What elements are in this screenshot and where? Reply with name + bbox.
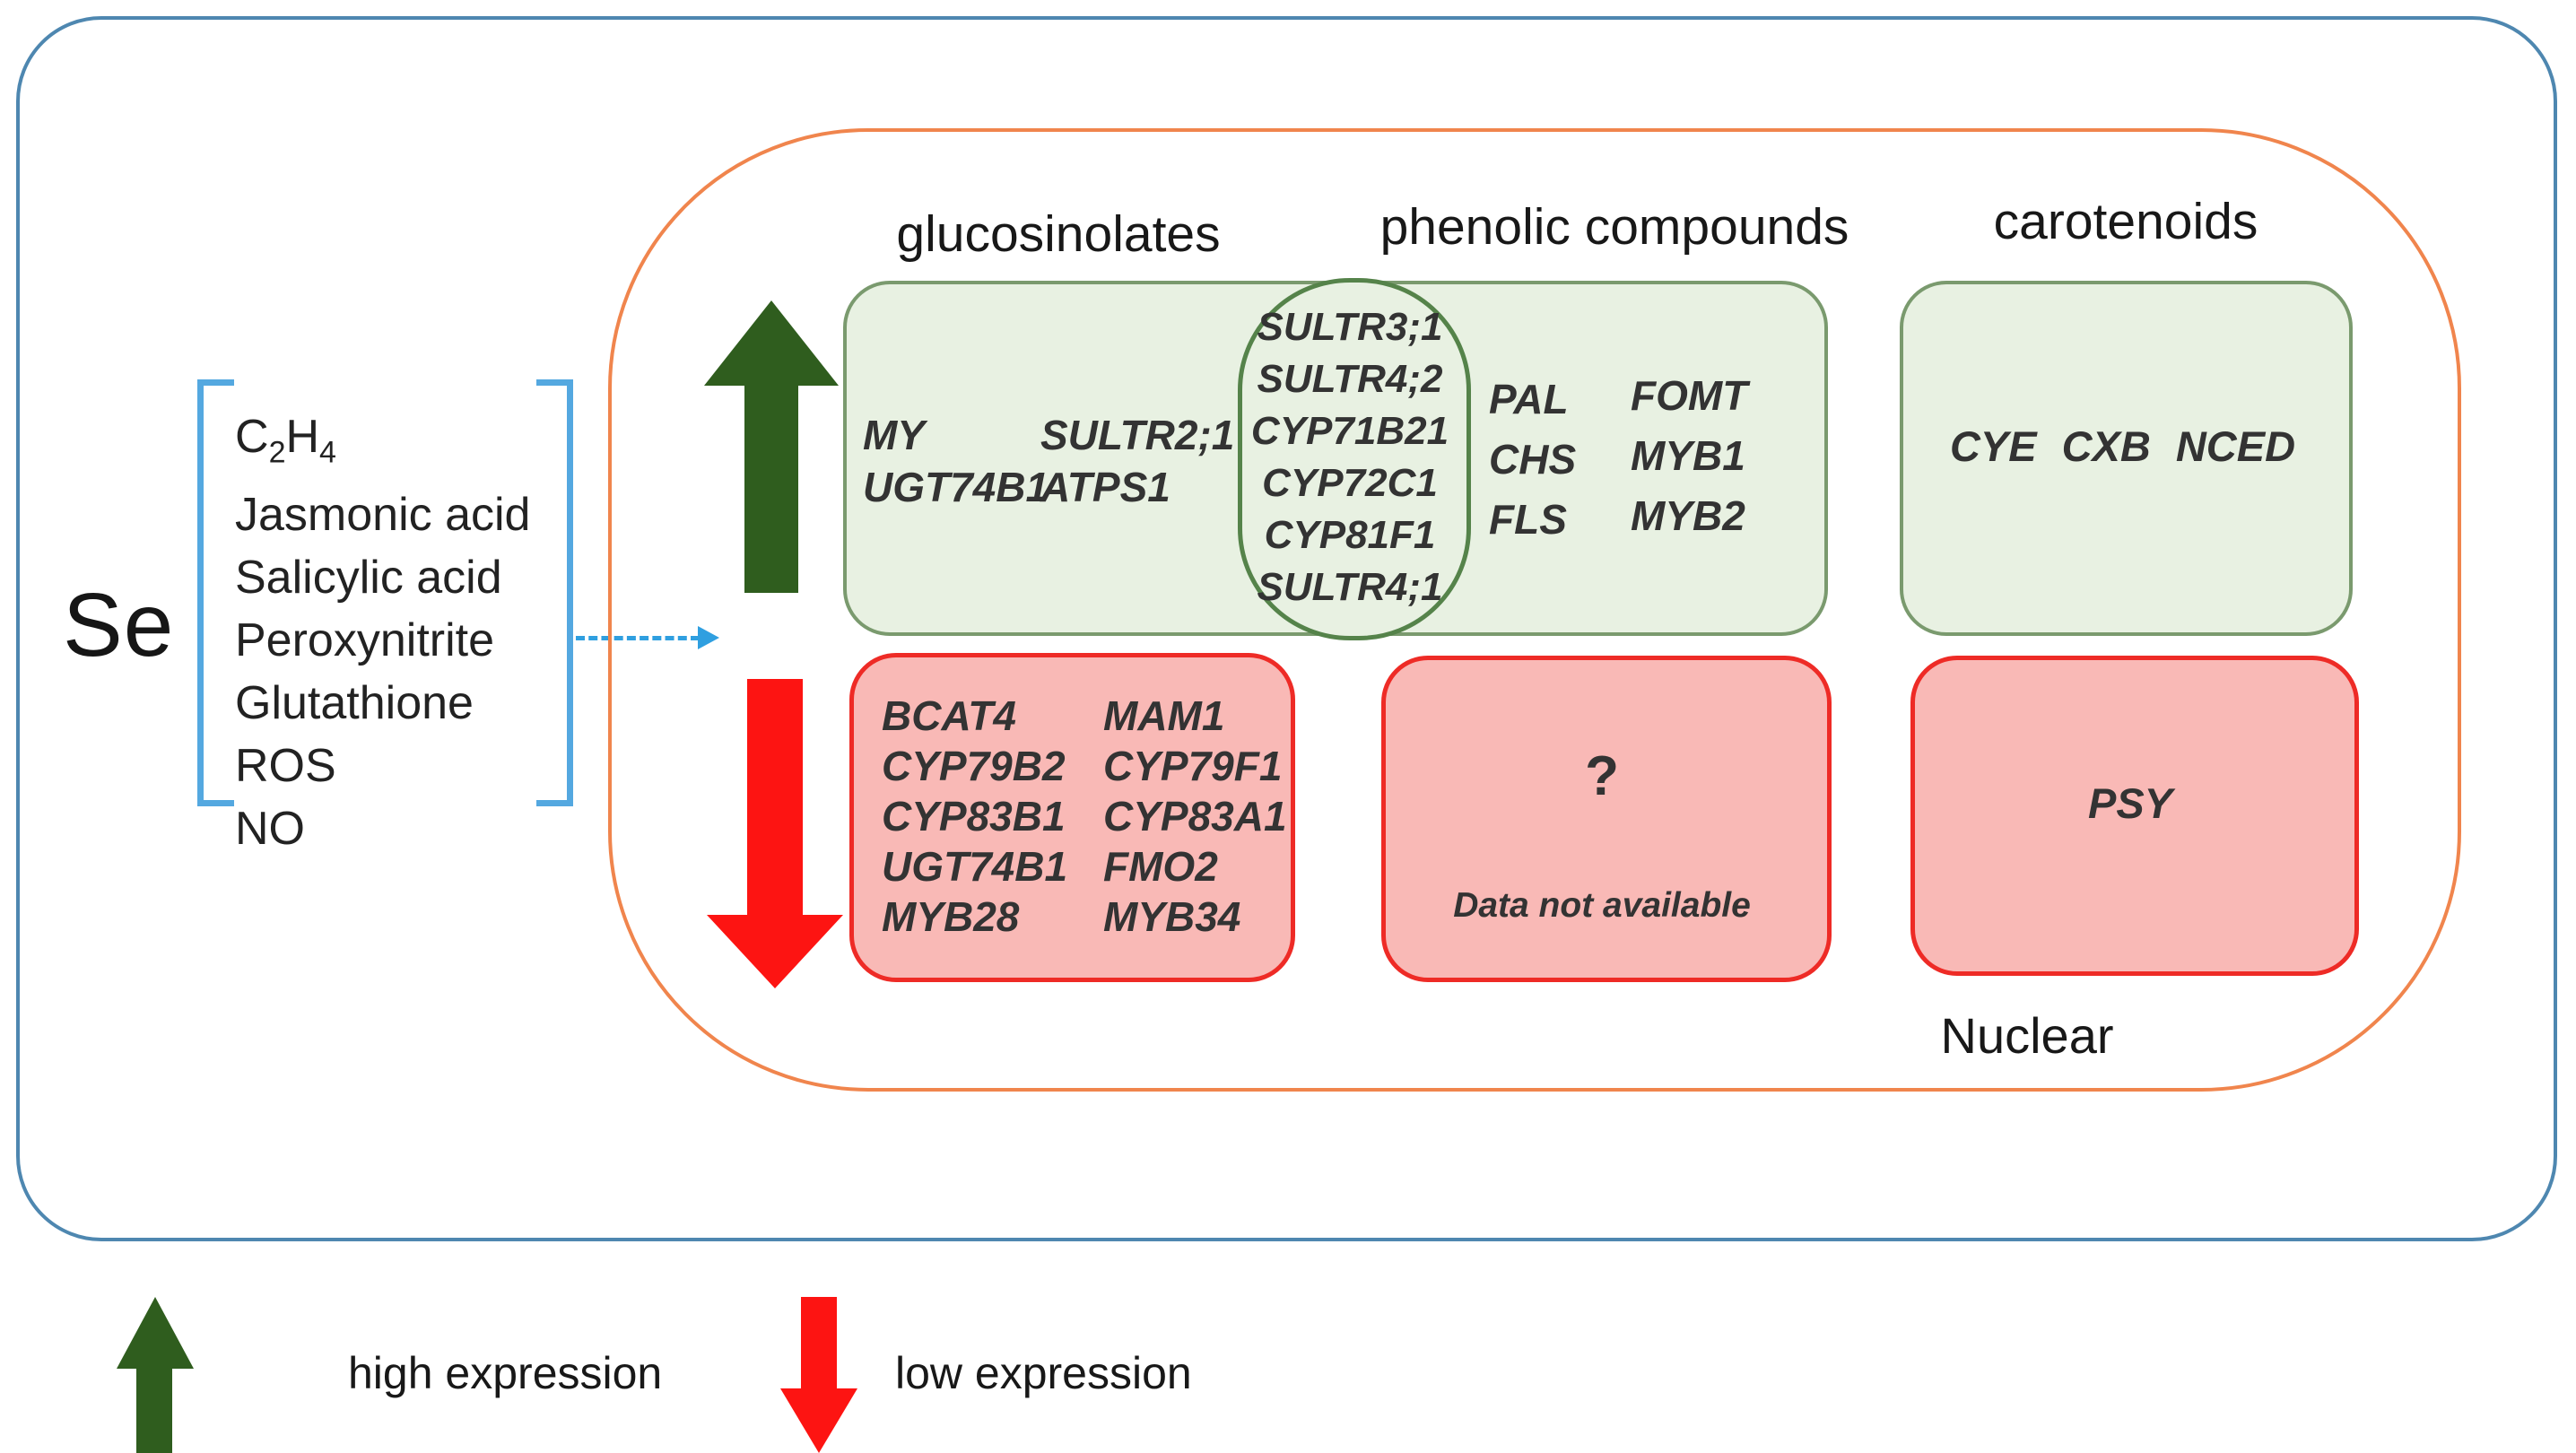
- gene-item: CYP72C1: [1262, 461, 1438, 505]
- gene-item: NO: [235, 803, 305, 856]
- gene-item: BCAT4: [882, 692, 1016, 739]
- glucosinolates-high-col1: MY UGT74B1: [863, 409, 1049, 513]
- gene-item: SULTR2;1: [1040, 412, 1235, 458]
- gene-item: ROS: [235, 740, 336, 793]
- formula-c: C: [235, 411, 269, 463]
- gene-item: MYB34: [1103, 893, 1241, 940]
- down-arrow-shaft: [747, 679, 803, 918]
- gene-item: MYB28: [882, 893, 1020, 940]
- gene-item: MAM1: [1103, 692, 1225, 739]
- phenolic-low-box: [1381, 656, 1832, 982]
- down-arrow-icon: [707, 915, 843, 988]
- gene-item: CYE: [1949, 422, 2037, 470]
- legend-down-arrow-icon: [780, 1388, 857, 1453]
- gene-item: PAL: [1489, 376, 1569, 422]
- up-arrow-shaft: [744, 382, 798, 593]
- gene-item: FOMT: [1631, 372, 1748, 419]
- gene-item: Jasmonic acid: [235, 489, 531, 542]
- bracket-left-icon: [197, 379, 234, 806]
- gene-item: Salicylic acid: [235, 552, 502, 605]
- data-not-available-note: Data not available: [1453, 886, 1751, 925]
- carotenoids-high-box: [1900, 281, 2353, 636]
- gene-item: CYP83A1: [1103, 793, 1287, 840]
- gene-item: CHS: [1489, 436, 1577, 483]
- gene-item: UGT74B1: [882, 843, 1068, 890]
- legend-up-arrow-shaft: [136, 1366, 172, 1453]
- formula-c2h4: C2H4: [235, 405, 540, 483]
- gene-item: FMO2: [1103, 843, 1218, 890]
- gene-item: FLS: [1489, 496, 1567, 543]
- gene-item: Glutathione: [235, 677, 474, 730]
- formula-h: H: [285, 411, 320, 463]
- up-arrow-icon: [704, 300, 839, 386]
- gene-item: MYB2: [1631, 492, 1745, 539]
- gene-item: CYP81F1: [1264, 513, 1436, 557]
- se-label: Se: [63, 575, 175, 675]
- glucosinolates-low-box: [849, 653, 1295, 982]
- header-carotenoids: carotenoids: [1993, 193, 2258, 250]
- phenolic-high-col1: PAL CHS FLS: [1489, 370, 1576, 550]
- header-phenolic-compounds: phenolic compounds: [1379, 198, 1849, 256]
- legend-up-arrow-icon: [117, 1297, 194, 1369]
- formula-c-sub: 2: [268, 435, 286, 470]
- formula-h-sub: 4: [319, 435, 336, 470]
- gene-item: NCED: [2175, 422, 2296, 470]
- gene-item: MY: [863, 412, 925, 458]
- nuclear-label: Nuclear: [1940, 1007, 2114, 1064]
- gene-item: SULTR4;1: [1257, 565, 1443, 609]
- gene-item: PSY: [2087, 779, 2173, 827]
- bracket-right-icon: [536, 379, 573, 806]
- legend-low-label: low expression: [895, 1348, 1192, 1398]
- gene-item: SULTR3;1: [1257, 305, 1443, 349]
- gene-item: CYP83B1: [882, 793, 1066, 840]
- carotenoids-low-genes: PSY: [1910, 779, 2350, 828]
- gene-item: MYB1: [1631, 432, 1745, 479]
- carotenoids-high-genes: CYE CXB NCED: [1900, 422, 2345, 471]
- gene-item: CYP79F1: [1103, 743, 1283, 789]
- gene-item: CYP79B2: [882, 743, 1066, 789]
- gene-item: ATPS1: [1040, 464, 1171, 510]
- nuclear-membrane-outline: [608, 128, 2461, 1092]
- legend-high-label: high expression: [348, 1348, 663, 1398]
- gene-item: CXB: [2061, 422, 2151, 470]
- gene-item: Peroxynitrite: [235, 614, 494, 667]
- header-glucosinolates: glucosinolates: [896, 205, 1221, 263]
- dashed-arrowhead-icon: [698, 626, 719, 649]
- shared-genes-oval: [1238, 278, 1471, 640]
- dashed-arrow-line: [576, 636, 700, 640]
- question-mark: ?: [1585, 745, 1619, 807]
- gene-item: CYP71B21: [1250, 409, 1449, 453]
- gene-item: SULTR4;2: [1257, 357, 1443, 401]
- legend-down-arrow-shaft: [801, 1297, 837, 1391]
- gene-item: UGT74B1: [863, 464, 1049, 510]
- carotenoids-low-box: [1910, 656, 2359, 976]
